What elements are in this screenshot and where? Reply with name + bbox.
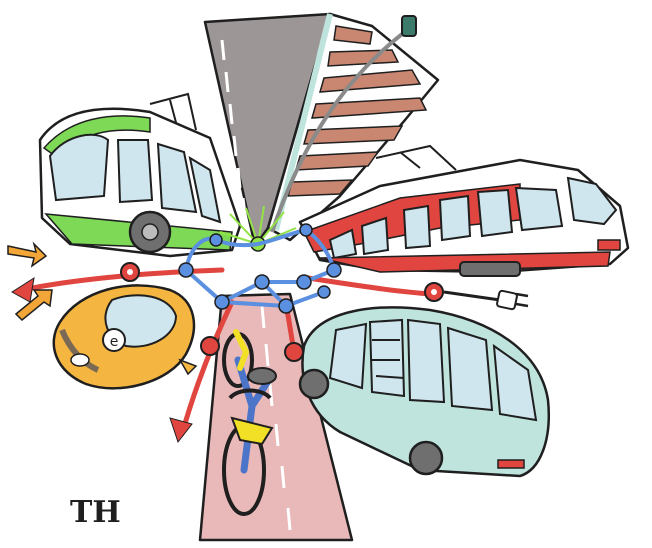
red-arrowhead-down (169, 417, 193, 444)
streetlight-lamp (401, 15, 417, 37)
red-arrow-left (19, 267, 225, 293)
bicycle-handlebar (228, 388, 272, 400)
bicycle-frame-yellow (230, 416, 274, 446)
bicycle (222, 329, 277, 516)
blue-node-4 (326, 262, 342, 278)
grey-road-dashes (220, 39, 247, 215)
car-headlight (70, 353, 90, 367)
shuttle-door-seats (372, 339, 405, 379)
car-e-badge-letter: e (110, 334, 119, 350)
tram-side-windows (116, 139, 222, 224)
shuttle-wheel-front (408, 440, 444, 476)
tram-front-window (48, 133, 110, 202)
tram-wheel-hub (141, 223, 159, 241)
red-arrow-down (179, 299, 235, 437)
bicycle-fork-yellow (233, 329, 250, 371)
blue-network-nodes (178, 223, 342, 314)
plug-cable (443, 290, 501, 302)
red-line-right (305, 275, 435, 297)
blue-node-1 (178, 262, 194, 278)
bicycle-seat (247, 367, 277, 385)
plug-body (496, 289, 518, 311)
red-node-1-inner (127, 269, 133, 275)
orange-arrow-2 (14, 289, 53, 322)
car-side-mirror (178, 358, 198, 376)
bike-lane-dashes (260, 305, 292, 531)
blue-node-2 (209, 233, 223, 247)
shuttle-wheel-rear (298, 368, 330, 400)
streetlight (270, 15, 417, 233)
green-tram (38, 92, 242, 258)
artist-signature: TH (70, 495, 121, 530)
shuttle-tail-light (497, 459, 525, 469)
train-bogie (459, 261, 521, 277)
blue-node-3 (299, 223, 313, 237)
car-e-badge (102, 328, 126, 352)
bike-lane-surface (198, 292, 354, 542)
blue-node-5 (214, 294, 230, 310)
plug-prongs (515, 292, 529, 308)
red-node-3 (284, 342, 304, 362)
red-node-4-inner (431, 289, 437, 295)
train-headlight (597, 239, 621, 251)
electric-plug (443, 289, 529, 311)
train-front-window (566, 176, 618, 226)
shuttle-bus (298, 306, 550, 478)
electric-car: e (52, 284, 198, 390)
red-arrowhead-left (11, 276, 35, 303)
red-train (298, 144, 630, 277)
streetlight-pole (270, 26, 412, 233)
blue-node-7 (296, 274, 312, 290)
blue-node-8 (278, 298, 294, 314)
train-windows (328, 186, 564, 260)
orange-arrow-1 (7, 241, 48, 268)
blue-node-9 (317, 285, 331, 299)
bike-lane (198, 292, 354, 542)
blue-node-6 (254, 274, 270, 290)
train-pantograph (375, 144, 457, 171)
orange-arrows (7, 241, 53, 322)
red-node-2 (200, 336, 220, 356)
